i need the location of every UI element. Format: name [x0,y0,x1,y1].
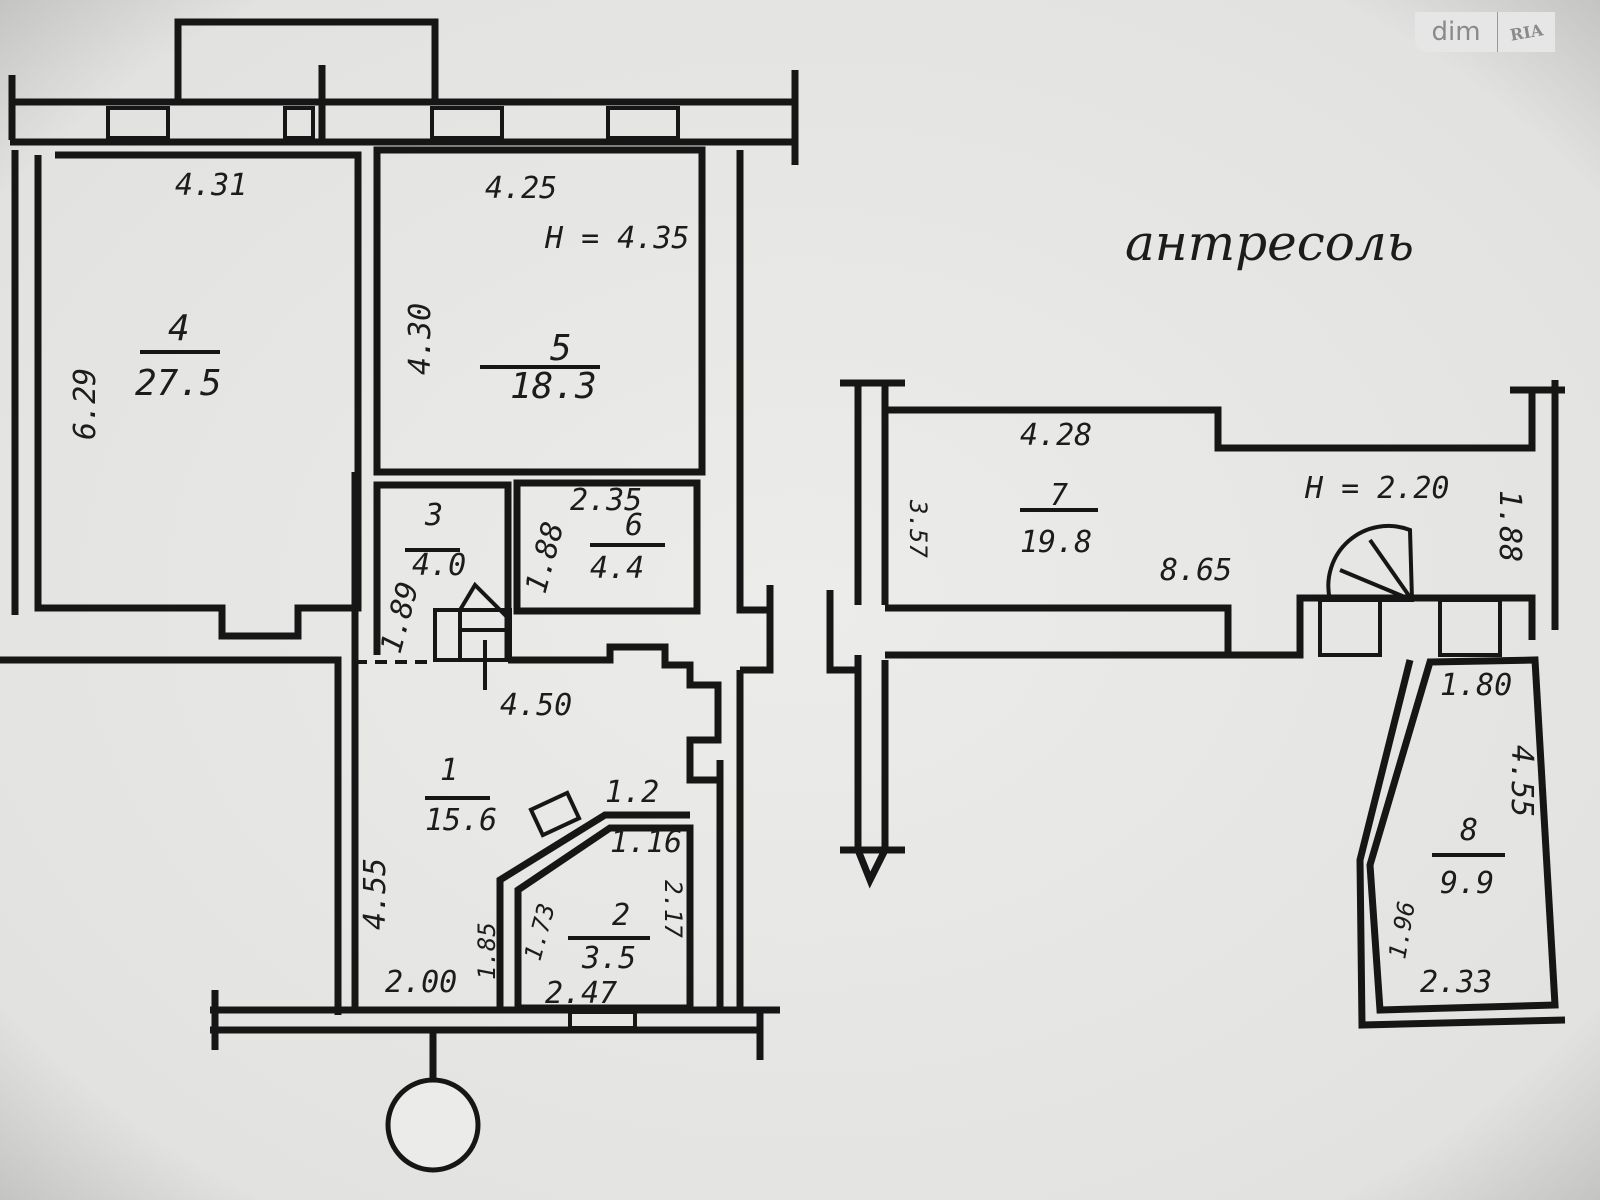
room-4-width: 4.31 [175,168,247,203]
room-7-width: 4.28 [1020,418,1092,453]
room-6-area: 4.4 [590,551,644,586]
room-5-length: 4.30 [403,303,438,375]
room-4-area: 27.5 [135,363,222,404]
entrance-marker [385,1077,481,1173]
room-1-bottom: 2.00 [385,965,457,1000]
room-2-left: 1.85 [473,922,501,980]
room-1-length: 4.55 [358,858,393,930]
room-3-area: 4.0 [412,548,466,583]
room-1-width: 4.50 [500,688,572,723]
room-2-bottom: 2.47 [545,976,617,1011]
ground-floor-walls [0,18,799,1173]
room-6-number: 6 [625,508,643,543]
room-5-number: 5 [550,328,572,369]
room-2-area: 3.5 [581,941,636,976]
room-8-width: 1.80 [1440,668,1512,703]
room-7-area: 19.8 [1020,525,1092,560]
room-2-right: 2.17 [659,880,687,938]
room-6-width: 2.35 [570,483,642,518]
room-5-area: 18.3 [510,366,597,407]
mezzanine-walls [826,379,1566,1029]
watermark-ria: RIA [1508,19,1545,45]
room-1-extra: 1.2 [605,775,659,810]
room-7-left: 3.57 [904,499,932,558]
room-3-number: 3 [424,498,443,533]
mezzanine-label: антресоль [1125,214,1414,272]
room-7-right: 1.88 [1492,490,1527,562]
room-8-number: 8 [1460,813,1478,848]
room-8-bottom: 2.33 [1420,965,1492,1000]
room-2-top: 1.16 [610,825,682,860]
room-1-number: 1 [440,753,458,788]
room-2-number: 2 [612,898,630,933]
room-5-height: H = 4.35 [544,221,690,256]
room-4-length: 6.29 [68,368,103,440]
room-7-height: H = 2.20 [1304,471,1450,506]
room-8-length: 4.55 [1504,745,1539,817]
room-4-number: 4 [168,308,190,349]
watermark-logo: dim RIA [1415,12,1555,52]
watermark-dim: dim [1415,12,1498,52]
room-5-width: 4.25 [485,171,557,206]
room-7-number: 7 [1050,478,1068,513]
room-7-length: 8.65 [1160,553,1232,588]
room-8-area: 9.9 [1440,866,1494,901]
room-1-area: 15.6 [425,803,497,838]
